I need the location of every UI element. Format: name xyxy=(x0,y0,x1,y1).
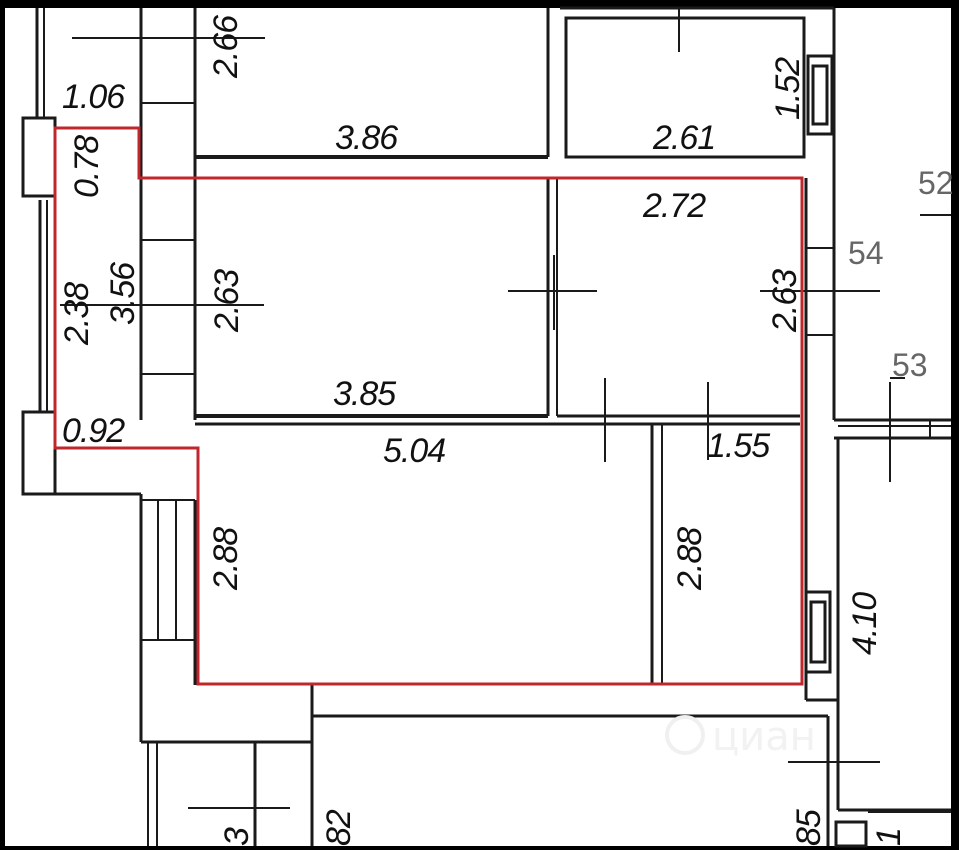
walls xyxy=(21,6,951,846)
apartment-numbers: 52 54 53 xyxy=(848,165,954,383)
dim-2-38: 2.38 xyxy=(58,282,96,346)
dim-1-55: 1.55 xyxy=(707,427,770,465)
dim-0-92: 0.92 xyxy=(62,412,125,450)
dim-1-52: 1.52 xyxy=(769,57,807,120)
radiators xyxy=(804,54,868,848)
dim-0-78: 0.78 xyxy=(68,135,106,198)
paper xyxy=(5,8,951,846)
apartment-outline xyxy=(53,126,804,686)
dim-3-partial: 3 xyxy=(218,827,256,846)
dim-2-63-right: 2.63 xyxy=(766,269,804,333)
dim-3-56: 3.56 xyxy=(104,262,142,325)
dim-3-86: 3.86 xyxy=(335,119,398,157)
dim-85-partial: 85 xyxy=(790,809,828,846)
dim-2-63-left: 2.63 xyxy=(208,269,246,333)
dim-2-66: 2.66 xyxy=(207,15,245,79)
dim-2-72: 2.72 xyxy=(642,187,706,225)
dimension-labels: 2.66 1.06 3.86 2.61 1.52 0.78 2.72 2.38 … xyxy=(58,15,908,846)
apartment-number-54: 54 xyxy=(848,235,884,271)
dim-1-06: 1.06 xyxy=(62,78,125,116)
apartment-number-53: 53 xyxy=(892,347,928,383)
dim-1-partial: 1 xyxy=(870,828,908,846)
watermark-text: циан xyxy=(712,714,816,760)
dim-2-61: 2.61 xyxy=(652,119,715,157)
cian-logo-icon xyxy=(665,715,705,755)
dim-5-04: 5.04 xyxy=(383,432,445,470)
dim-3-85: 3.85 xyxy=(333,375,396,413)
dim-2-88-left: 2.88 xyxy=(207,527,245,591)
watermark: циан xyxy=(665,714,816,760)
dim-2-88-right: 2.88 xyxy=(671,527,709,591)
dim-4-10: 4.10 xyxy=(846,592,884,655)
apartment-number-52: 52 xyxy=(918,165,954,201)
dimension-ticks xyxy=(60,8,951,813)
dim-82-partial: 82 xyxy=(320,809,358,846)
